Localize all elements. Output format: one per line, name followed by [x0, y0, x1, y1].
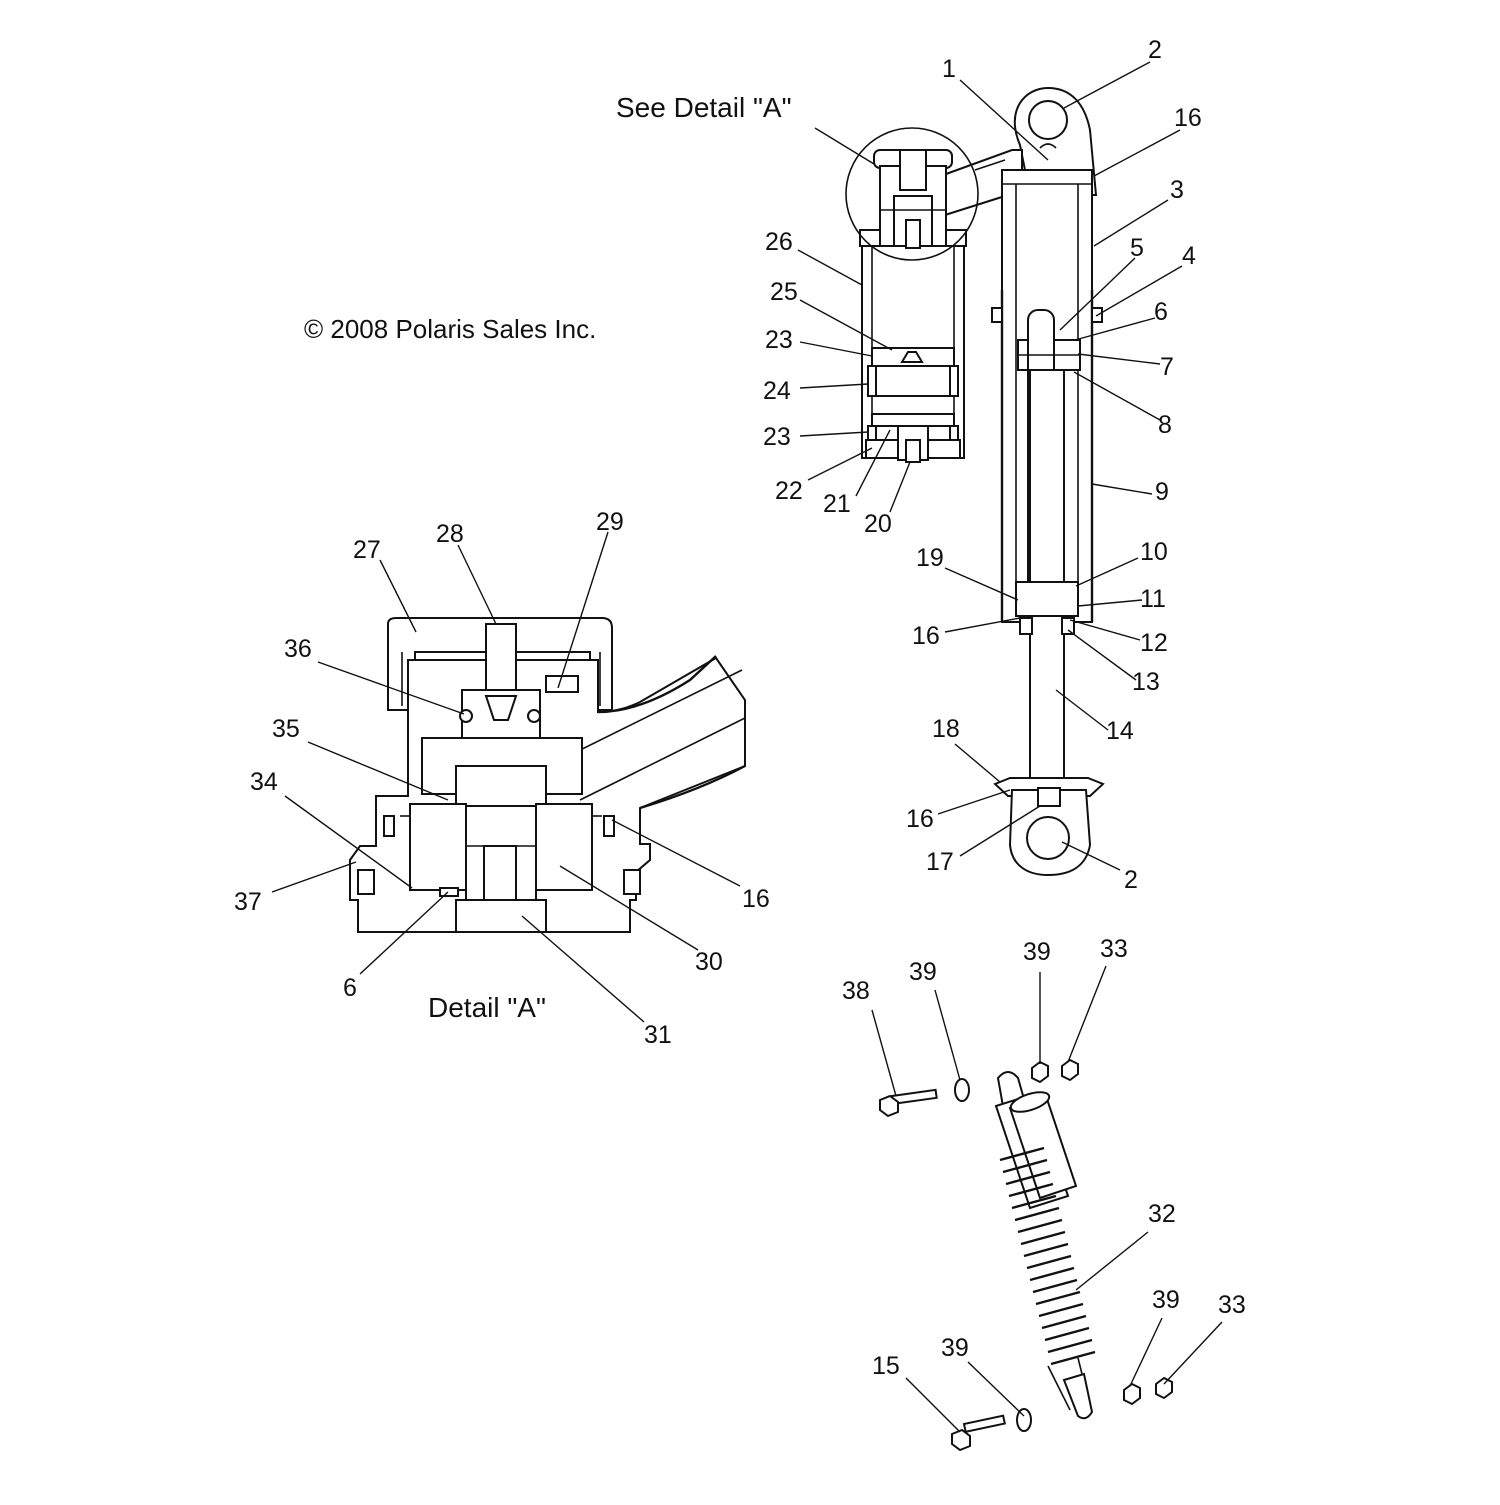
callout: 33: [1100, 935, 1128, 963]
callout: 3: [1170, 176, 1184, 204]
detail-label: Detail "A": [428, 992, 546, 1023]
callout: 23: [765, 326, 793, 354]
callout: 24: [763, 377, 791, 405]
callout: 13: [1132, 668, 1160, 696]
callout: 16: [742, 885, 770, 913]
callout: 7: [1160, 353, 1174, 381]
callout: 37: [234, 888, 262, 916]
hardware-parts: [879, 1058, 1173, 1452]
see-detail-label: See Detail "A": [616, 92, 792, 123]
callout: 28: [436, 520, 464, 548]
callout: 32: [1148, 1200, 1176, 1228]
callout: 34: [250, 768, 278, 796]
callout: 16: [906, 805, 934, 833]
callout: 33: [1218, 1291, 1246, 1319]
callout: 11: [1140, 585, 1166, 613]
detail-a-section: [349, 617, 746, 933]
spring-coils: [999, 1146, 1096, 1366]
reservoir-section: [859, 149, 967, 463]
callout: 22: [775, 477, 803, 505]
callout: 26: [765, 228, 793, 256]
callout-numbers: 1 2 16 3 5 4 6 7 8 9 10 11 12 13 14 16 1…: [234, 36, 1246, 1380]
callout: 19: [916, 544, 944, 572]
callout: 15: [872, 1352, 900, 1380]
callout: 31: [644, 1021, 672, 1049]
callout: 36: [284, 635, 312, 663]
leader-lines: [271, 61, 1223, 1433]
callout: 5: [1130, 234, 1144, 262]
callout: 20: [864, 510, 892, 538]
assembled-shock: [994, 1071, 1096, 1420]
callout: 2: [1148, 36, 1162, 64]
callout: 1: [942, 55, 956, 83]
callout: 16: [912, 622, 940, 650]
callout: 21: [823, 490, 851, 518]
callout: 2: [1124, 866, 1138, 894]
callout: 27: [353, 536, 381, 564]
callout: 17: [926, 848, 954, 876]
main-shock-section: [928, 86, 1105, 877]
callout: 30: [695, 948, 723, 976]
callout: 25: [770, 278, 798, 306]
callout: 14: [1106, 717, 1134, 745]
callout: 39: [941, 1334, 969, 1362]
copyright-label: © 2008 Polaris Sales Inc.: [304, 314, 596, 344]
callout: 29: [596, 508, 624, 536]
callout: 38: [842, 977, 870, 1005]
callout: 39: [1152, 1286, 1180, 1314]
callout: 6: [343, 974, 357, 1002]
callout: 12: [1140, 629, 1168, 657]
callout: 39: [909, 958, 937, 986]
callout: 39: [1023, 938, 1051, 966]
callout: 4: [1182, 242, 1196, 270]
callout: 8: [1158, 411, 1172, 439]
callout: 9: [1155, 478, 1169, 506]
callout: 35: [272, 715, 300, 743]
callout: 10: [1140, 538, 1168, 566]
detail-a-circle: [845, 127, 979, 261]
callout: 18: [932, 715, 960, 743]
callout: 6: [1154, 298, 1168, 326]
callout: 23: [763, 423, 791, 451]
callout: 16: [1174, 104, 1202, 132]
